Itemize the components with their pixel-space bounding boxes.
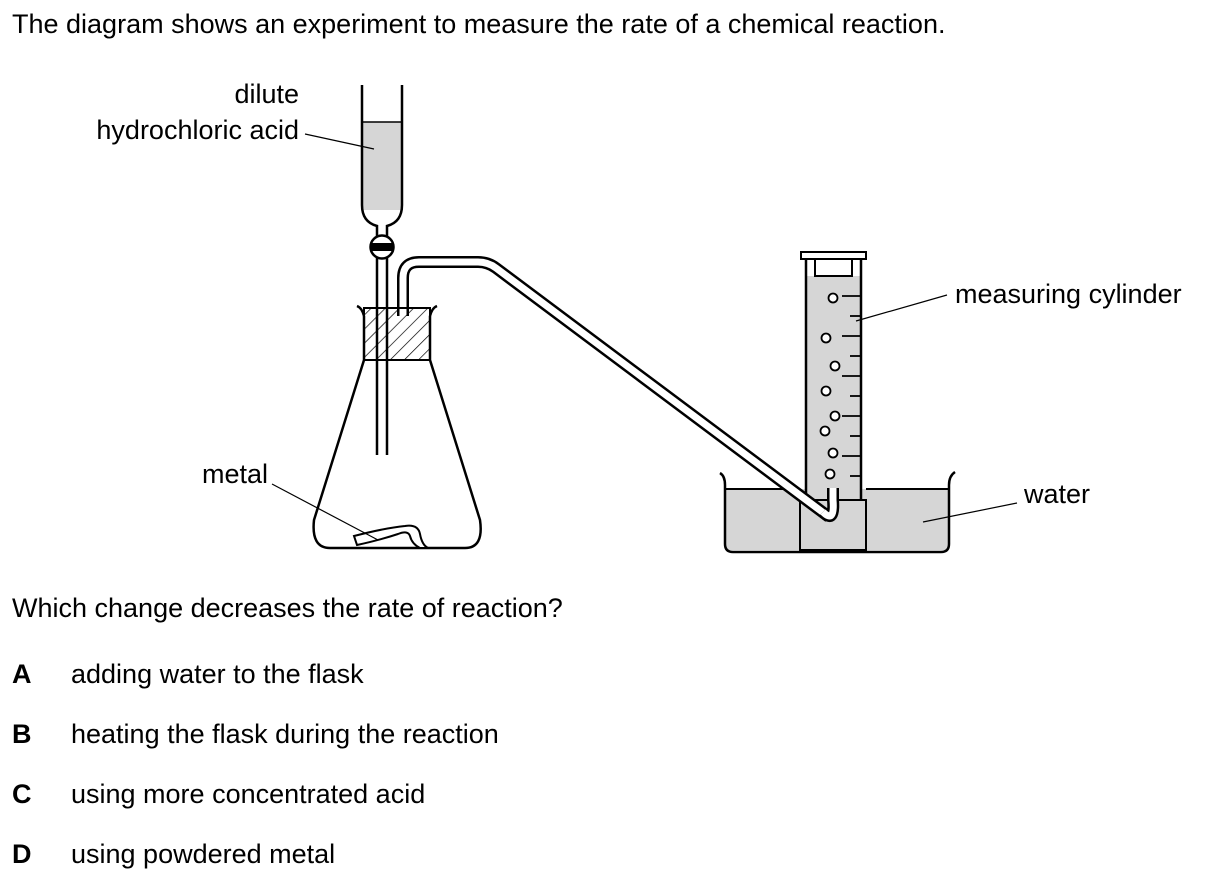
label-dilute: dilute [234,79,299,109]
option-letter: A [12,659,32,689]
option-text: using more concentrated acid [71,779,426,809]
dropping-funnel [360,85,404,455]
label-metal: metal [202,459,268,489]
option-letter: C [12,779,32,809]
experiment-diagram: dilute hydrochloric acid metal measuring… [96,79,1182,554]
label-water: water [1023,479,1090,509]
option-text: using powdered metal [71,839,336,869]
question-text: Which change decreases the rate of react… [12,593,563,623]
delivery-tube [397,256,840,522]
conical-flask [312,304,482,550]
label-measuring-cylinder: measuring cylinder [955,279,1182,309]
option-letter: B [12,719,32,749]
intro-text: The diagram shows an experiment to measu… [12,9,946,39]
option-text: adding water to the flask [71,659,364,689]
option-text: heating the flask during the reaction [71,719,499,749]
label-hydrochloric-acid: hydrochloric acid [96,115,299,145]
option-letter: D [12,839,32,869]
